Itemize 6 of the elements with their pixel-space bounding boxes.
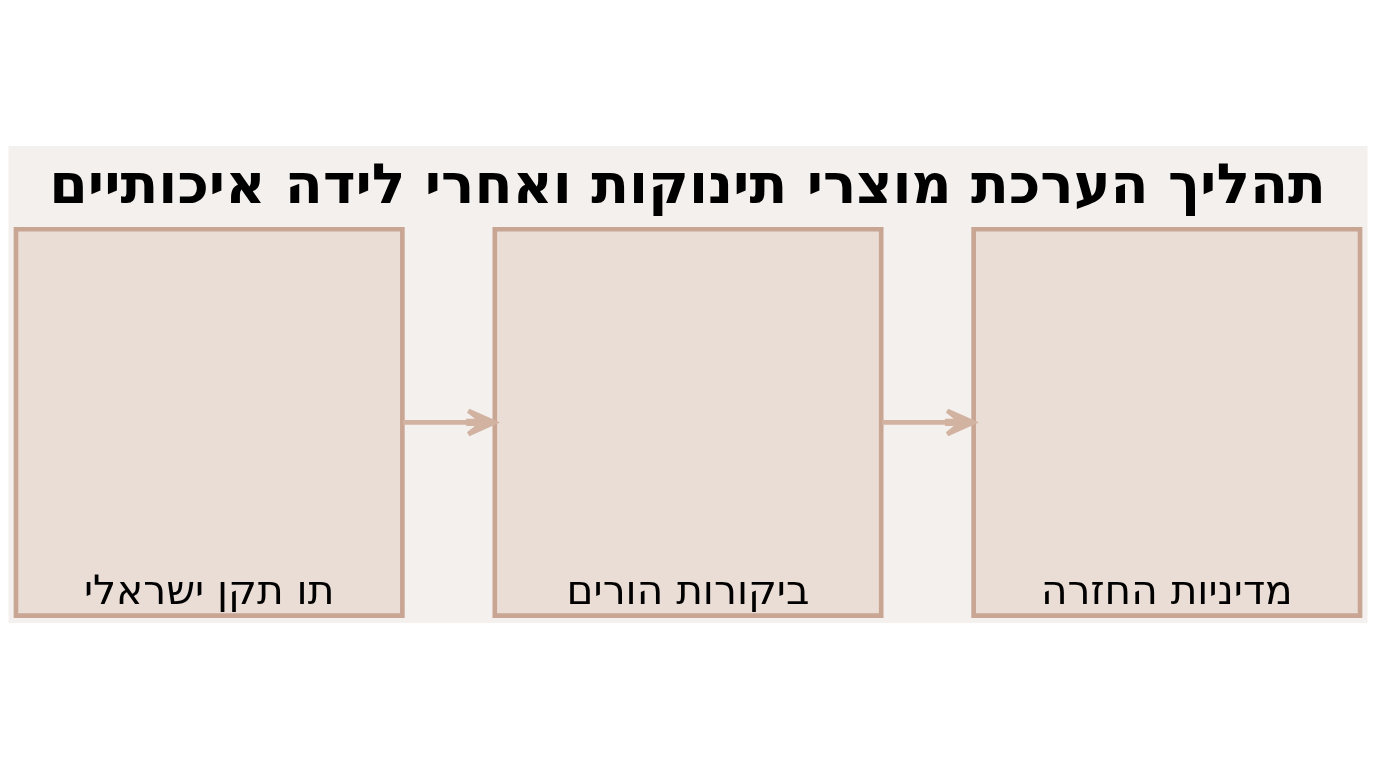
node-box: מדיניות החזרה [971, 226, 1363, 618]
arrow [402, 407, 497, 436]
diagram-title: תהליך הערכת מוצרי תינוקות ואחרי לידה איכותיים [49, 151, 1326, 216]
node-box: תו תקן ישראלי [13, 226, 405, 618]
node-box: ביקורות הורים [492, 226, 884, 618]
arrow [881, 407, 976, 436]
